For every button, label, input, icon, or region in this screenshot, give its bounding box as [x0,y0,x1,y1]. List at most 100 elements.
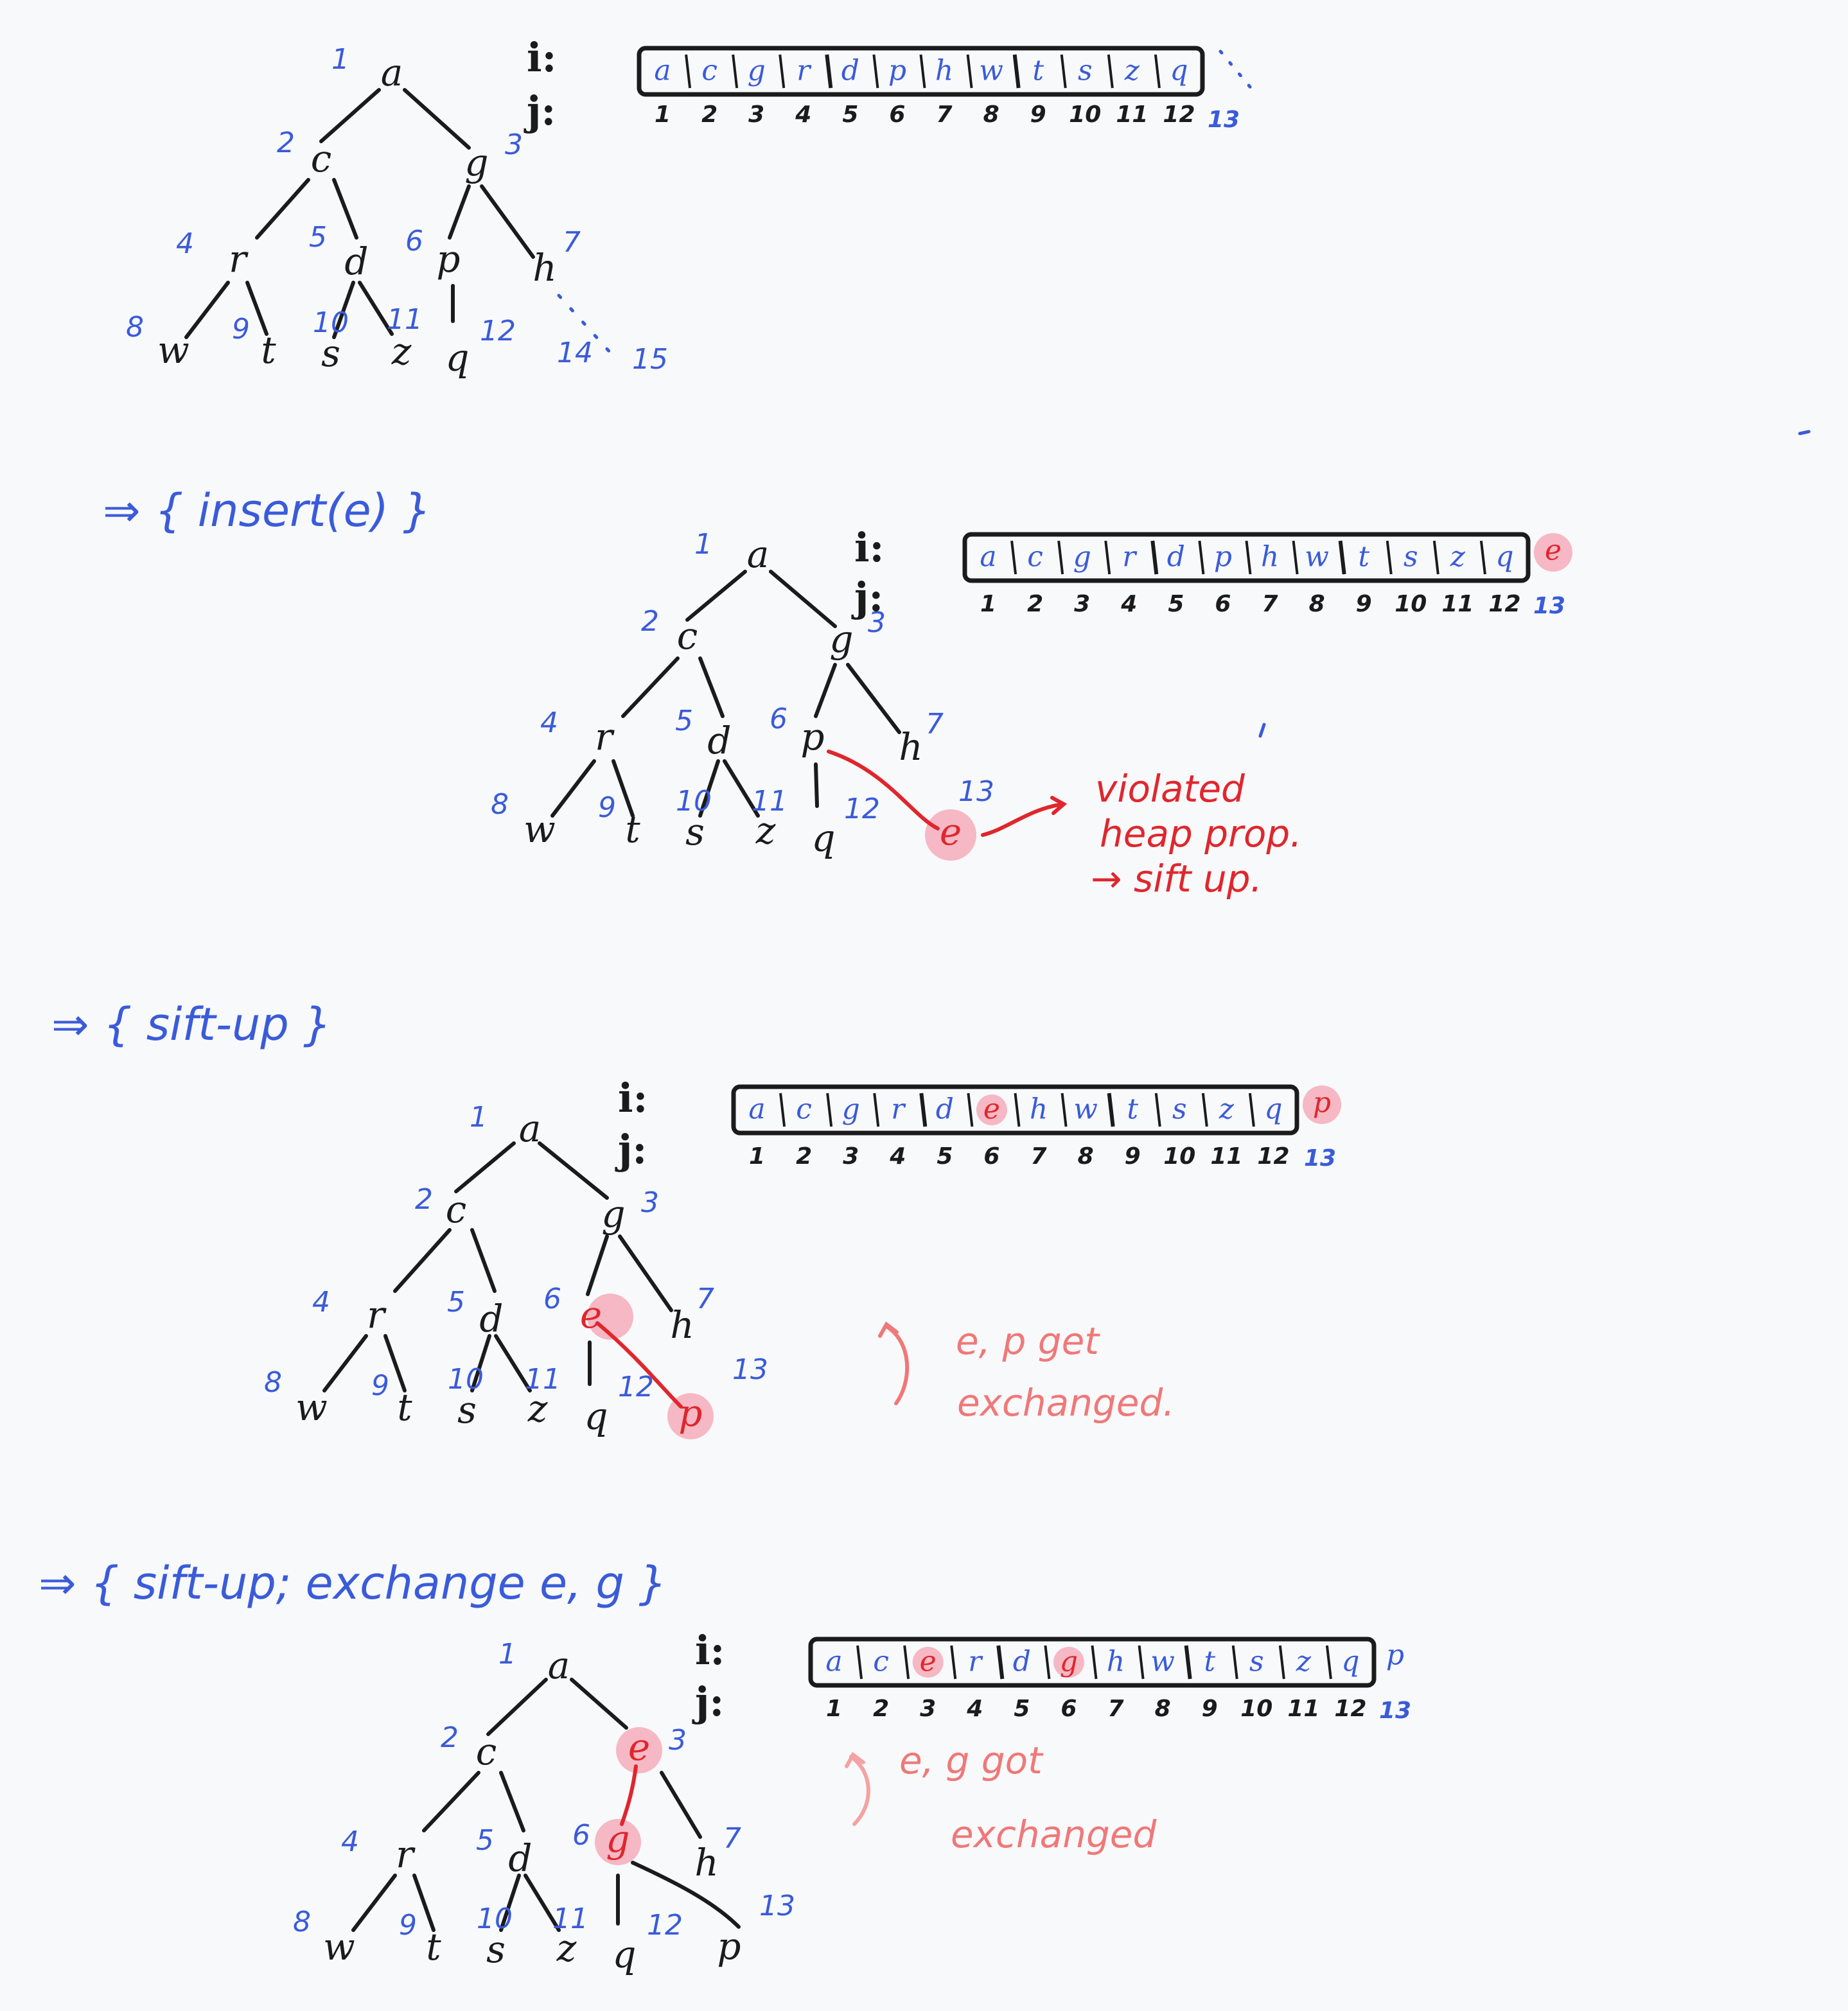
curved-arrow-icon [981,802,1065,837]
array-divider [1057,540,1064,575]
array-cell: g [748,55,766,87]
array-cell: a [748,1093,765,1126]
array-divider [1248,1093,1255,1127]
node-index: 13 [759,1890,795,1922]
array-cell: e [983,1093,1000,1126]
array-cell: a [825,1646,842,1678]
array-index: 5 [1168,591,1184,617]
note-line: exchanged [951,1813,1157,1856]
array-divider [903,1645,910,1680]
array-divider [1107,54,1114,89]
array-index: 6 [1060,1696,1077,1722]
node-index: 11 [387,303,423,336]
array-index: 12 [1488,591,1520,617]
tree-node: r [367,1293,387,1337]
node-index: 4 [540,707,558,739]
array-index: 8 [1309,591,1325,617]
array-divider [1060,54,1067,89]
array-index: 3 [920,1696,936,1722]
array-j-label: j: [851,574,883,620]
array-index: 7 [937,101,953,128]
array-index: 7 [1108,1696,1124,1722]
array-cell: z [1219,1093,1235,1126]
array-index: 10 [1163,1143,1195,1170]
array-cell: z [1450,541,1466,574]
array-divider [1154,1093,1161,1127]
array-box [637,46,1205,97]
tree-node: w [157,328,189,372]
node-index: 1 [498,1638,516,1671]
node-index: 13 [958,775,994,808]
node-index: 14 [557,337,593,369]
note-line: heap prop. [1100,812,1302,856]
array-cell: z [1296,1646,1312,1678]
array-cell: w [979,55,1003,87]
array-cell: q [1170,55,1188,87]
array-index: 8 [1155,1696,1171,1722]
array-index: 5 [1014,1696,1030,1722]
node-index: 4 [341,1825,359,1858]
array-index: 3 [748,101,764,128]
array-cell: w [1150,1646,1175,1678]
node-index: 3 [641,1186,659,1219]
tree-node: s [685,810,705,854]
array-divider [1138,1645,1145,1680]
array-cell: h [935,55,953,87]
tree-node: d [344,240,368,283]
array-index: 4 [795,101,811,128]
array-index: 2 [1027,591,1043,617]
array-index: 13 [1379,1698,1411,1724]
array-index: 4 [966,1696,983,1722]
array-divider [1278,1645,1285,1680]
node-index: 2 [415,1183,433,1216]
stage-3: ⇒ { sift-up } a c g r d e h w t s [51,998,1341,1439]
array-divider [1091,1645,1098,1680]
node-index: 8 [293,1906,311,1938]
array-index: 1 [655,101,671,128]
array-index: 10 [1395,591,1427,617]
array-index: 13 [1533,593,1565,619]
tree-node: t [397,1385,412,1429]
array-cell: q [1495,541,1513,574]
stage-1-tree: a c g r d p h w t s z q 1 2 3 4 5 6 7 8 … [126,43,668,380]
array-cell: r [891,1093,906,1126]
tree-node: r [595,715,615,759]
array-divider [685,54,692,89]
node-index: 6 [405,225,423,258]
node-index: 3 [669,1724,687,1757]
array-divider [919,54,926,89]
array-index: 8 [1078,1143,1094,1170]
array-index: 13 [1304,1145,1336,1172]
array-cell: r [968,1646,983,1678]
array-divider [967,1093,974,1127]
stage-1: a c g r d p h w t s z q 1 2 3 4 5 6 7 8 … [126,34,1254,380]
stage-2-tree: a c g r d p h w t s z q e 1 2 3 4 5 6 7 … [491,528,1068,861]
tree-node: c [446,1188,466,1231]
node-index: 9 [399,1909,417,1942]
note-line: violated [1095,767,1245,811]
array-cell: e [920,1646,937,1678]
node-index: 6 [572,1819,590,1852]
tree-node: t [261,328,276,372]
array-index: 12 [1257,1143,1289,1170]
node-index: 3 [505,128,523,161]
array-divider [1044,1645,1051,1680]
array-divider [966,54,973,89]
array-index: 1 [826,1696,842,1722]
bracket-arrow-icon [849,1755,870,1826]
array-divider [826,1093,833,1127]
array-index: 10 [1240,1696,1272,1722]
array-divider [779,54,786,89]
array-index: 11 [1116,101,1148,128]
array-cell: c [873,1646,889,1678]
tree-node: s [457,1388,477,1432]
array-divider [1012,54,1021,89]
array-box [731,1084,1299,1136]
node-index: 11 [752,785,788,818]
array-cell: g [1060,1646,1078,1678]
array-cell: s [1249,1646,1264,1678]
tree-node: g [606,1817,629,1861]
array-index: 6 [889,101,905,128]
